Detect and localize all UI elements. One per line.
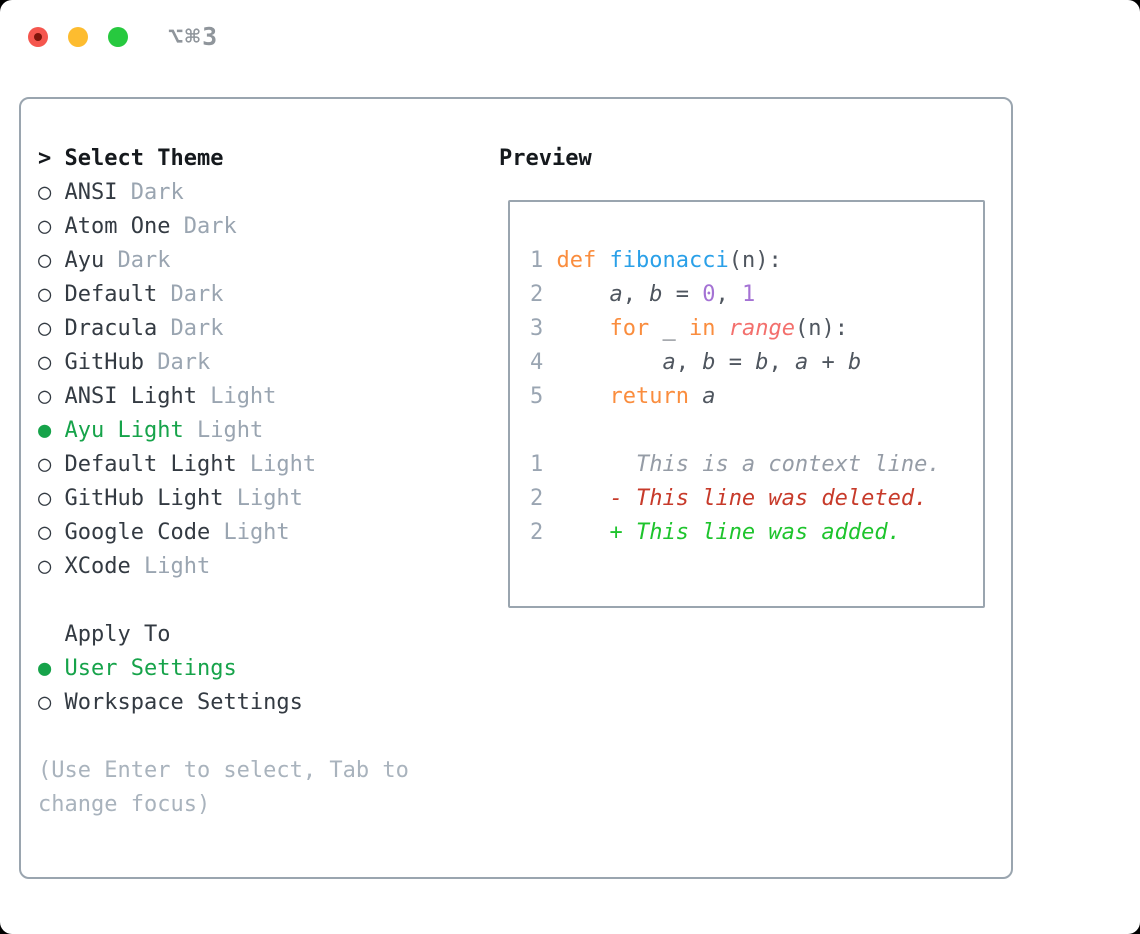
spacer bbox=[38, 720, 409, 754]
preview-header: Preview bbox=[499, 146, 592, 171]
theme-item-ansi-light-light[interactable]: ○ ANSI Light Light bbox=[38, 380, 409, 414]
theme-variant: Dark bbox=[157, 282, 224, 307]
theme-variant: Light bbox=[183, 418, 264, 443]
apply-option-user-settings[interactable]: ● User Settings bbox=[38, 652, 409, 686]
theme-item-xcode-light[interactable]: ○ XCode Light bbox=[38, 550, 409, 584]
minimize-button[interactable] bbox=[68, 27, 88, 47]
theme-item-default-dark[interactable]: ○ Default Dark bbox=[38, 278, 409, 312]
theme-item-dracula-dark[interactable]: ○ Dracula Dark bbox=[38, 312, 409, 346]
theme-name: XCode bbox=[64, 554, 131, 579]
theme-name: Default bbox=[64, 282, 158, 307]
prompt-icon: > bbox=[38, 146, 65, 171]
theme-item-default-light-light[interactable]: ○ Default Light Light bbox=[38, 448, 409, 482]
select-theme-header: > Select Theme bbox=[38, 142, 409, 176]
theme-variant: Light bbox=[210, 520, 290, 545]
theme-name: Ayu bbox=[64, 248, 105, 273]
radio-selected-icon: ● bbox=[38, 656, 65, 681]
theme-variant: Dark bbox=[157, 316, 224, 341]
radio-icon: ○ bbox=[38, 214, 65, 239]
apply-option-label: User Settings bbox=[64, 656, 237, 681]
radio-icon: ○ bbox=[38, 452, 65, 477]
theme-item-github-light-light[interactable]: ○ GitHub Light Light bbox=[38, 482, 409, 516]
theme-name: ANSI Light bbox=[64, 384, 197, 409]
apply-option-label: Workspace Settings bbox=[64, 690, 303, 715]
theme-variant: Dark bbox=[117, 180, 184, 205]
apply-to-header: Apply To bbox=[64, 622, 171, 647]
theme-name: ANSI bbox=[64, 180, 118, 205]
select-theme-title: Select Theme bbox=[64, 146, 224, 171]
preview-box: 1 def fibonacci(n): 2 a, b = 0, 1 3 for … bbox=[508, 200, 985, 608]
theme-item-ayu-light-light[interactable]: ● Ayu Light Light bbox=[38, 414, 409, 448]
theme-variant: Light bbox=[223, 486, 303, 511]
radio-icon: ○ bbox=[38, 486, 65, 511]
radio-icon: ○ bbox=[38, 384, 65, 409]
theme-item-github-dark[interactable]: ○ GitHub Dark bbox=[38, 346, 409, 380]
theme-name: Ayu Light bbox=[64, 418, 184, 443]
radio-icon: ○ bbox=[38, 282, 65, 307]
radio-icon: ○ bbox=[38, 350, 65, 375]
radio-icon: ○ bbox=[38, 690, 65, 715]
theme-variant: Light bbox=[236, 452, 317, 477]
zoom-button[interactable] bbox=[108, 27, 128, 47]
unsaved-indicator-icon bbox=[34, 33, 42, 41]
theme-variant: Dark bbox=[143, 350, 211, 375]
theme-item-ayu-dark[interactable]: ○ Ayu Dark bbox=[38, 244, 409, 278]
code-preview: 1 def fibonacci(n): 2 a, b = 0, 1 3 for … bbox=[530, 248, 941, 545]
radio-selected-icon: ● bbox=[38, 418, 65, 443]
hint-text: (Use Enter to select, Tab to change focu… bbox=[38, 758, 409, 817]
theme-item-google-code-light[interactable]: ○ Google Code Light bbox=[38, 516, 409, 550]
theme-name: Google Code bbox=[64, 520, 211, 545]
theme-variant: Dark bbox=[104, 248, 171, 273]
apply-to-list: ● User Settings○ Workspace Settings bbox=[38, 652, 409, 720]
window-shortcut-label: ⌥⌘3 bbox=[168, 22, 220, 51]
close-button[interactable] bbox=[28, 27, 48, 47]
radio-icon: ○ bbox=[38, 316, 65, 341]
main-panel bbox=[19, 97, 1013, 879]
theme-item-ansi-dark[interactable]: ○ ANSI Dark bbox=[38, 176, 409, 210]
theme-list: ○ ANSI Dark○ Atom One Dark○ Ayu Dark○ De… bbox=[38, 176, 409, 584]
theme-name: GitHub bbox=[64, 350, 144, 375]
apply-option-workspace-settings[interactable]: ○ Workspace Settings bbox=[38, 686, 409, 720]
theme-variant: Light bbox=[196, 384, 277, 409]
spacer bbox=[38, 584, 409, 618]
theme-variant: Dark bbox=[170, 214, 237, 239]
theme-name: Default Light bbox=[64, 452, 237, 477]
radio-icon: ○ bbox=[38, 248, 65, 273]
theme-selector: > Select Theme ○ ANSI Dark○ Atom One Dar… bbox=[38, 142, 409, 822]
theme-item-atom-one-dark[interactable]: ○ Atom One Dark bbox=[38, 210, 409, 244]
radio-icon: ○ bbox=[38, 554, 65, 579]
radio-icon: ○ bbox=[38, 180, 65, 205]
radio-icon: ○ bbox=[38, 520, 65, 545]
theme-name: Dracula bbox=[64, 316, 158, 341]
theme-name: GitHub Light bbox=[64, 486, 224, 511]
theme-variant: Light bbox=[130, 554, 211, 579]
theme-name: Atom One bbox=[64, 214, 171, 239]
